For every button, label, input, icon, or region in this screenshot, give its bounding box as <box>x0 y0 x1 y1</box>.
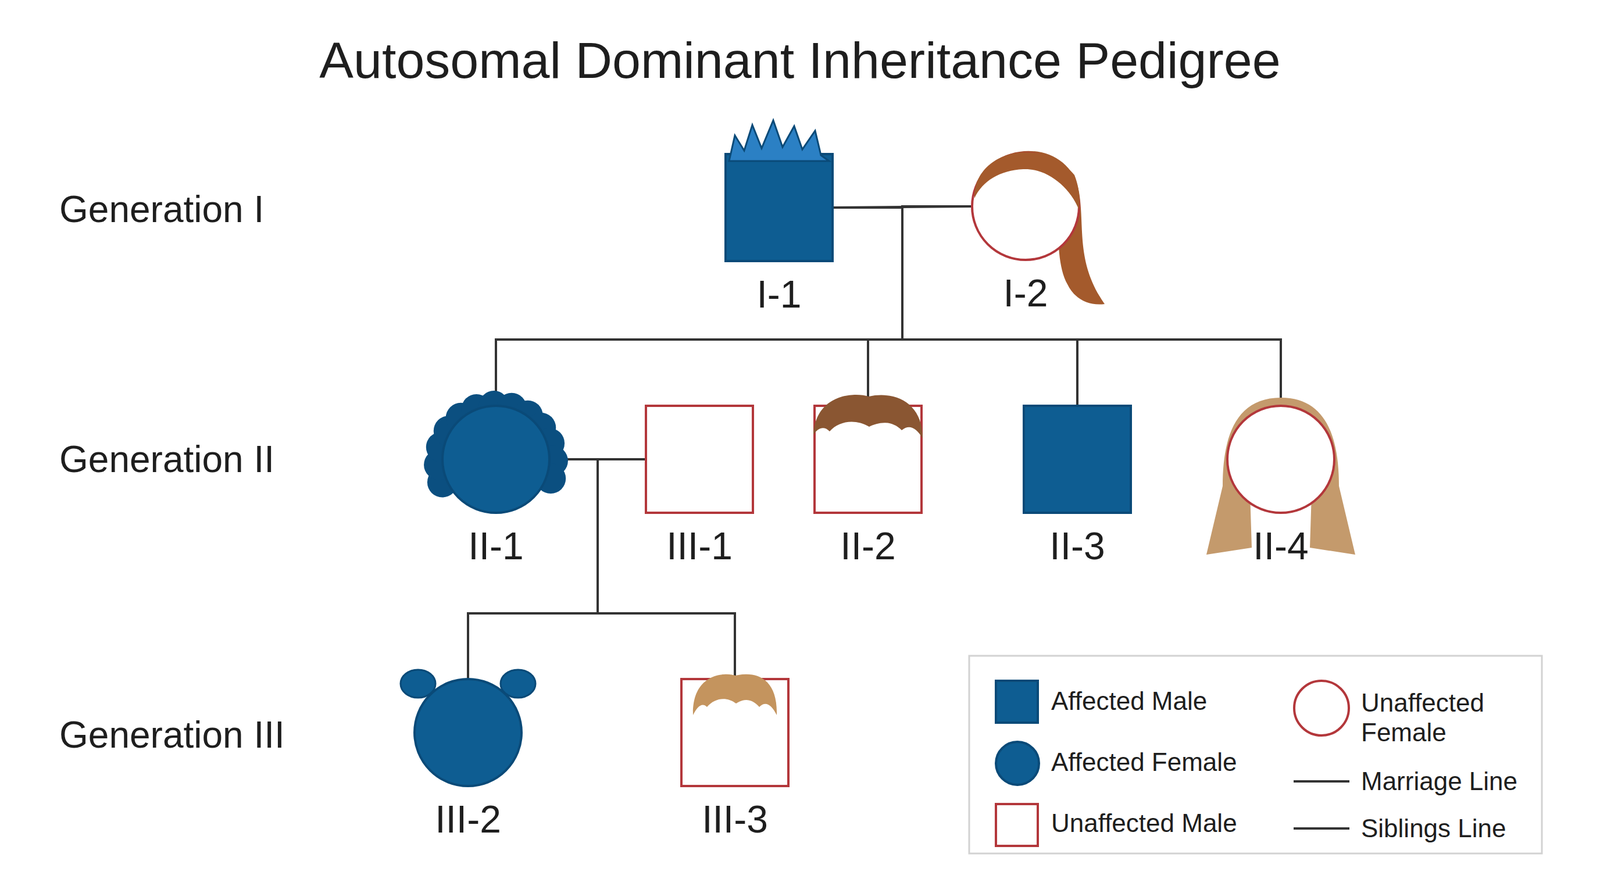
symbol-outline <box>970 151 1081 262</box>
male-unaffected-symbol: II-2 <box>813 404 923 514</box>
individual-id: III-2 <box>434 800 502 839</box>
legend-label: Unaffected Female <box>1361 688 1536 748</box>
legend-swatch <box>994 679 1052 737</box>
symbol-shape <box>645 405 753 513</box>
symbol-outline <box>1022 404 1132 514</box>
descent-line <box>868 206 971 405</box>
individual-id: III-1 <box>666 526 733 566</box>
hair-illustration <box>693 674 777 716</box>
symbol-outline <box>441 404 551 514</box>
legend-label: Siblings Line <box>1361 813 1507 844</box>
symbol-outline <box>724 152 834 263</box>
individual-id: II-2 <box>840 526 896 566</box>
legend-swatch <box>1293 826 1350 831</box>
individual-id: I-1 <box>756 275 802 314</box>
legend-label: Affected Male <box>1051 686 1207 717</box>
legend-label: Affected Female <box>1051 747 1238 778</box>
symbol-shape <box>1023 405 1131 513</box>
female-unaffected-symbol: I-2 <box>970 151 1081 262</box>
individual-id: II-3 <box>1049 526 1105 566</box>
hair-illustration <box>729 120 830 162</box>
symbol-outline <box>413 677 523 788</box>
male-unaffected-symbol: III-3 <box>680 677 790 788</box>
hair-illustration <box>813 394 923 439</box>
descent-line <box>902 206 1281 405</box>
male-unaffected-symbol: III-1 <box>644 404 755 514</box>
female-affected-symbol: III-2 <box>413 677 523 788</box>
hair-illustration <box>974 152 1080 210</box>
individual-id: III-3 <box>701 800 769 839</box>
individual-id: II-1 <box>468 526 524 566</box>
individual-id: I-2 <box>1002 273 1048 313</box>
symbol-outline <box>813 404 923 514</box>
legend-swatch <box>994 802 1052 860</box>
male-affected-symbol: I-1 <box>724 152 834 263</box>
generation-label: Generation II <box>59 438 275 480</box>
descent-line <box>495 207 903 405</box>
individual-id: II-4 <box>1252 526 1309 566</box>
symbol-outline <box>644 404 755 514</box>
male-affected-symbol: II-3 <box>1022 404 1132 514</box>
female-unaffected-symbol: II-4 <box>1226 404 1336 514</box>
symbol-shape <box>414 679 522 787</box>
legend-swatch <box>1293 679 1350 737</box>
female-affected-symbol: II-1 <box>441 404 551 514</box>
legend-label: Unaffected Male <box>1051 808 1238 839</box>
symbol-shape <box>1227 405 1335 513</box>
symbol-shape <box>442 405 550 513</box>
legend-label: Marriage Line <box>1361 766 1518 797</box>
generation-label: Generation III <box>59 714 285 756</box>
symbol-outline <box>1226 404 1336 514</box>
generation-label: Generation I <box>59 188 264 230</box>
symbol-shape <box>725 154 833 262</box>
symbol-outline <box>680 677 790 788</box>
legend-swatch <box>994 740 1052 798</box>
diagram-title: Autosomal Dominant Inheritance Pedigree <box>0 32 1600 89</box>
legend-box <box>969 655 1542 854</box>
legend-swatch <box>1293 779 1350 784</box>
